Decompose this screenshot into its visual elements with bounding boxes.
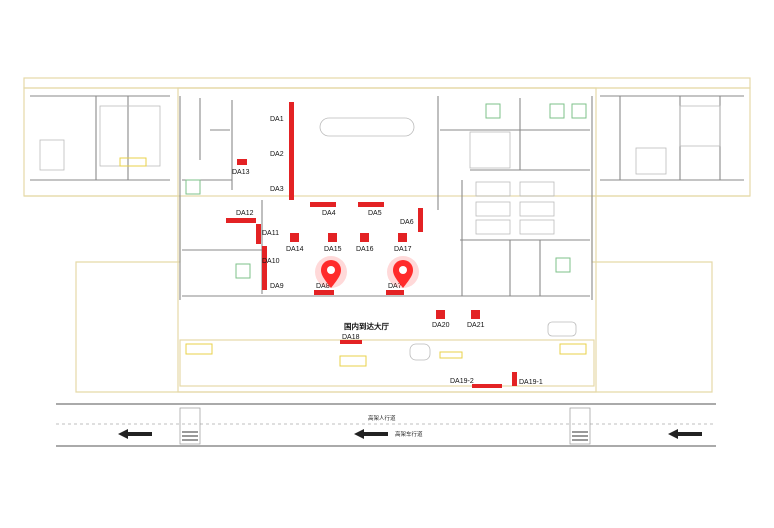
ad-spot-DA4[interactable] [310,202,336,207]
ad-label-DA21: DA21 [467,322,485,329]
ad-spot-DA2[interactable] [289,136,294,170]
ad-spot-DA12[interactable] [226,218,256,223]
ad-label-DA3: DA3 [270,186,284,193]
ad-label-DA13: DA13 [232,169,250,176]
ad-label-DA9: DA9 [270,283,284,290]
green-fixtures [185,103,587,279]
ad-label-DA4: DA4 [322,210,336,217]
ad-spot-DA7[interactable] [386,290,404,295]
ad-spot-DA19-2[interactable] [472,384,502,388]
ad-label-DA8: DA8 [316,283,330,290]
ad-label-DA6: DA6 [400,219,414,226]
ad-spot-DA21[interactable] [471,310,480,319]
ad-spot-DA20[interactable] [436,310,445,319]
ad-label-DA18: DA18 [342,334,360,341]
ad-spot-labels: DA1 DA2 DA3 DA4 DA5 DA6 DA7 DA8 DA9 DA10… [232,116,543,386]
ad-label-DA10: DA10 [262,258,280,265]
building-outline [23,77,751,393]
ad-label-DA1: DA1 [270,116,284,123]
ad-spot-DA11[interactable] [256,224,261,244]
road-label-upper: 高架人行道 [368,414,396,422]
ad-spot-DA14[interactable] [290,233,299,242]
ad-label-DA19-2: DA19-2 [450,378,474,385]
ad-label-DA14: DA14 [286,246,304,253]
ad-spot-DA13[interactable] [237,159,247,165]
interior-walls [30,95,744,300]
ad-label-DA15: DA15 [324,246,342,253]
ad-spot-DA8[interactable] [314,290,334,295]
ad-spot-DA6[interactable] [418,208,423,232]
ad-spot-DA17[interactable] [398,233,407,242]
ad-label-DA20: DA20 [432,322,450,329]
hall-label: 国内到达大厅 [344,321,389,331]
ad-spot-DA15[interactable] [328,233,337,242]
location-pin-icon[interactable] [315,256,347,288]
ad-spot-DA18[interactable] [340,340,362,344]
ad-spot-markers [226,102,517,388]
location-pin-icon[interactable] [387,256,419,288]
direction-arrow-icon [118,429,702,439]
ad-label-DA16: DA16 [356,246,374,253]
road-label-lower: 高架车行道 [395,430,423,438]
ad-label-DA12: DA12 [236,210,254,217]
ad-label-DA19-1: DA19-1 [519,379,543,386]
ad-label-DA7: DA7 [388,283,402,290]
furniture-decoration [39,105,721,361]
ad-spot-DA1[interactable] [289,102,294,136]
ad-spot-DA10[interactable] [262,246,267,268]
ad-spot-DA19-1[interactable] [512,372,517,386]
elevated-road: 高架人行道 高架车行道 [56,403,716,447]
ad-label-DA5: DA5 [368,210,382,217]
ad-spot-DA9[interactable] [262,268,267,290]
ad-label-DA17: DA17 [394,246,412,253]
ad-spot-DA16[interactable] [360,233,369,242]
ad-label-DA2: DA2 [270,151,284,158]
ad-spot-DA5[interactable] [358,202,384,207]
ad-label-DA11: DA11 [262,230,279,237]
yellow-fixtures [119,157,587,367]
ad-spot-DA3[interactable] [289,170,294,200]
